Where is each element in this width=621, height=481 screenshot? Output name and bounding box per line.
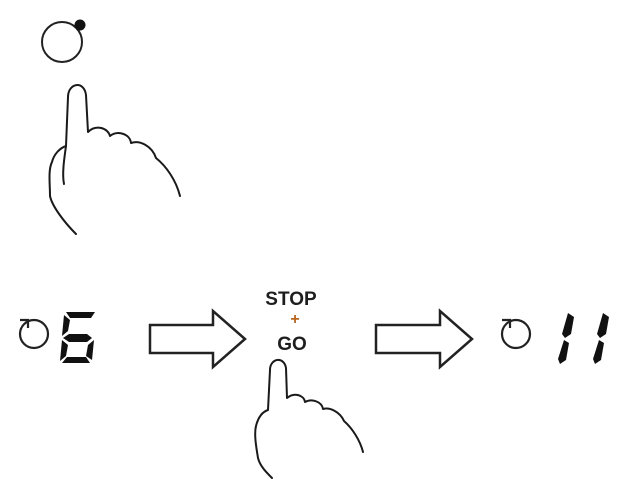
- seg-a: [66, 312, 95, 318]
- step1-digit-display: [60, 312, 95, 363]
- step1-timer-icon: [18, 318, 50, 350]
- go-label: GO: [277, 334, 307, 355]
- stop-label: STOP: [265, 289, 317, 310]
- stop-go-button[interactable]: STOP + GO: [265, 289, 317, 355]
- seg-f: [62, 315, 70, 336]
- step2-timer-icon: [500, 318, 532, 350]
- top-timer-icon[interactable]: [41, 19, 86, 63]
- seg-c: [86, 340, 94, 360]
- arrow-right-icon: [374, 308, 474, 370]
- bottom-pointing-hand-icon: [254, 359, 364, 479]
- step2-digit-display: [558, 313, 609, 364]
- seg-e: [60, 340, 68, 361]
- seg-b-2: [597, 313, 609, 338]
- arrow-right-icon: [148, 308, 247, 370]
- seg-b-1: [562, 313, 574, 338]
- seg-c-1: [558, 340, 569, 364]
- seg-d: [62, 357, 90, 363]
- seg-g: [63, 334, 92, 342]
- plus-label: +: [290, 311, 299, 328]
- top-pointing-hand-icon: [48, 84, 181, 235]
- seg-c-2: [593, 340, 604, 364]
